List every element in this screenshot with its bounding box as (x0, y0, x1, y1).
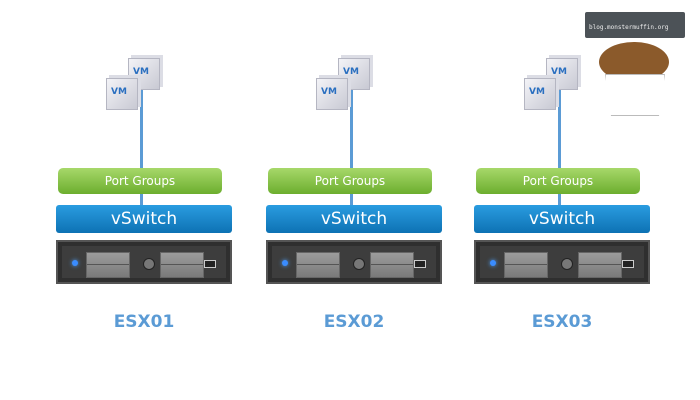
vm-group: VM VM (524, 58, 604, 118)
port-groups: Port Groups (476, 168, 640, 194)
muffin-cup-icon (605, 74, 665, 116)
watermark-box: blog.monstermuffin.org (585, 12, 685, 38)
uplink-line (350, 90, 353, 208)
server-icon (266, 240, 442, 284)
vm-icon: VM (316, 78, 348, 110)
server-icon (56, 240, 232, 284)
uplink-line (558, 90, 561, 208)
watermark-text: blog.monstermuffin.org (589, 24, 669, 31)
host-esx01: VM VM Port Groups vSwitch ESX01 (56, 0, 232, 400)
host-label: ESX02 (323, 312, 385, 332)
vm-icon: VM (106, 78, 138, 110)
muffin-mascot-logo: blog.monstermuffin.org (585, 8, 690, 128)
host-esx02: VM VM Port Groups vSwitch ESX02 (266, 0, 442, 400)
port-groups: Port Groups (58, 168, 222, 194)
uplink-line (140, 90, 143, 208)
vswitch: vSwitch (56, 205, 232, 233)
vswitch: vSwitch (474, 205, 650, 233)
vm-icon: VM (524, 78, 556, 110)
server-icon (474, 240, 650, 284)
host-esx03: VM VM Port Groups vSwitch ESX03 (474, 0, 650, 400)
port-groups: Port Groups (268, 168, 432, 194)
vswitch: vSwitch (266, 205, 442, 233)
host-label: ESX01 (113, 312, 175, 332)
vm-group: VM VM (106, 58, 186, 118)
host-label: ESX03 (531, 312, 593, 332)
vm-group: VM VM (316, 58, 396, 118)
